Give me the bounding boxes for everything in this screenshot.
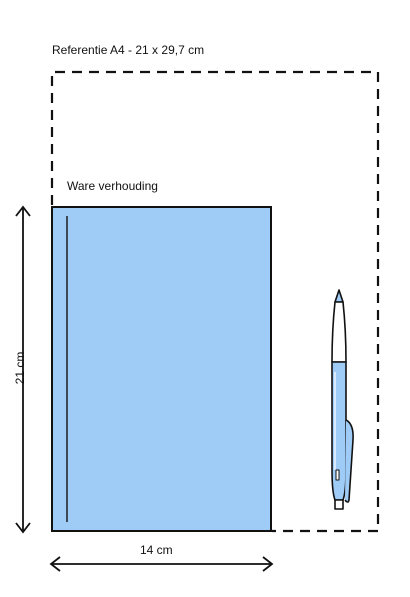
- reference-size-label: Referentie A4 - 21 x 29,7 cm: [52, 43, 205, 57]
- height-dimension-label: 21 cm: [13, 351, 27, 385]
- height-arrow: [15, 205, 31, 534]
- actual-proportion-label: Ware verhouding: [67, 179, 158, 193]
- width-arrow: [49, 556, 274, 572]
- notebook-icon: [51, 206, 272, 532]
- pen-icon: [331, 289, 354, 510]
- a4-reference-outline: [50, 70, 380, 533]
- width-dimension-label: 14 cm: [140, 543, 173, 557]
